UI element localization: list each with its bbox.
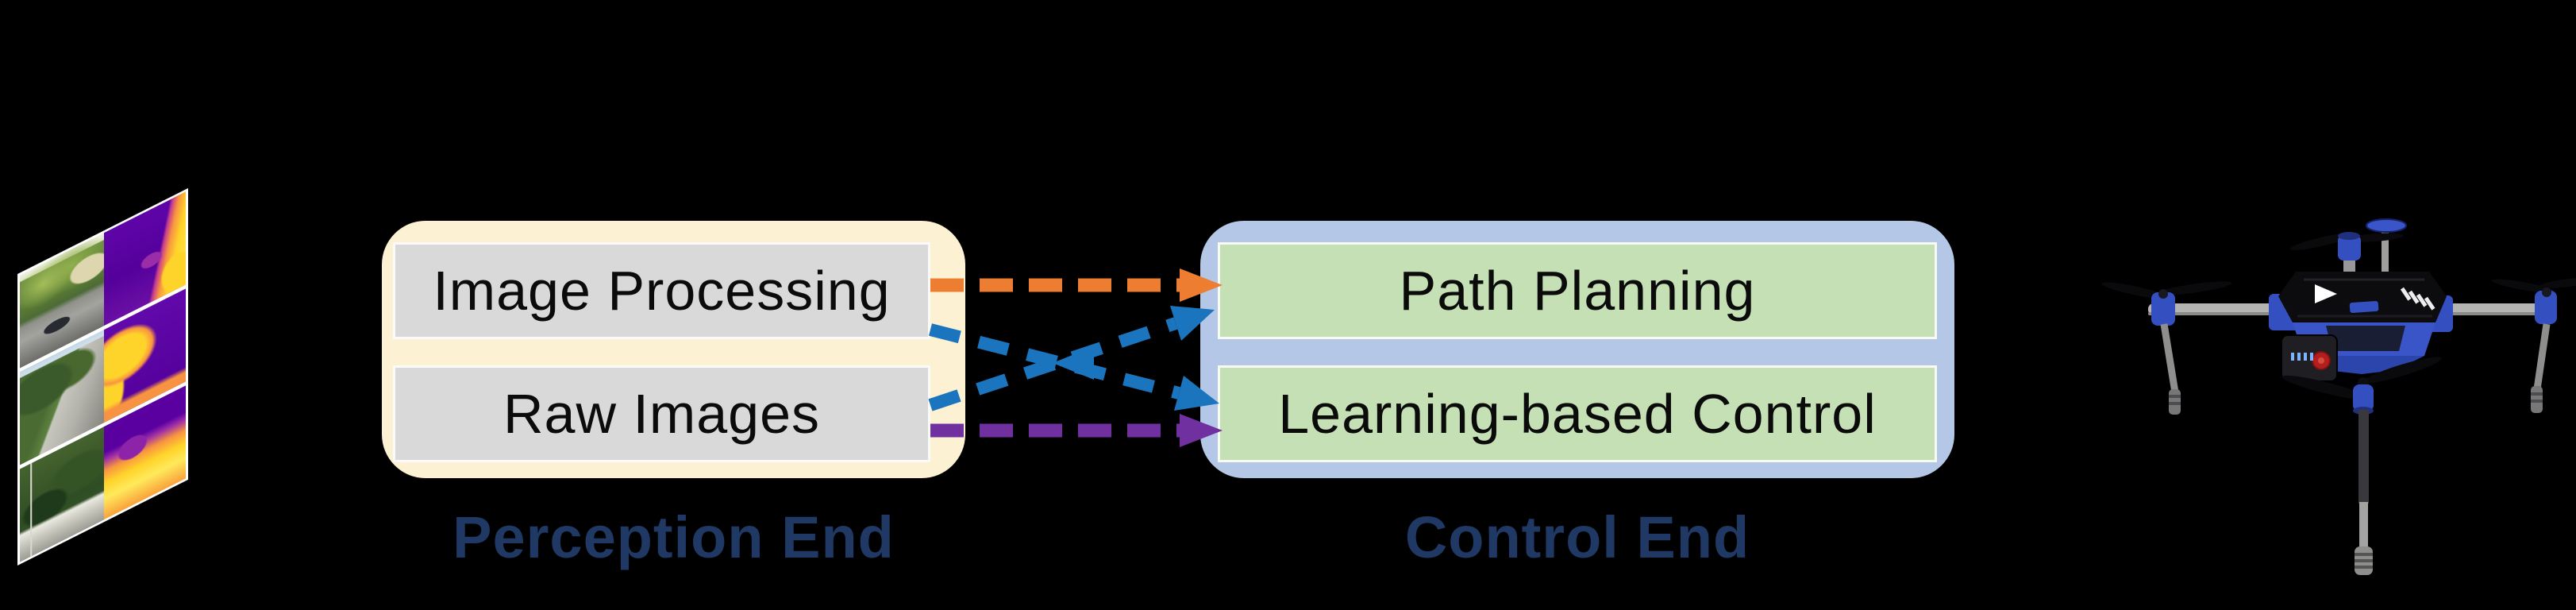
arrow-orange-head-icon <box>1180 268 1223 302</box>
gps-antenna-icon <box>2366 218 2407 300</box>
arrow-feedback-left-head-icon <box>1053 346 1094 380</box>
right-rotor-icon <box>2491 277 2576 324</box>
arrow-blue-falling-line <box>929 323 1180 400</box>
perception-end-box: Image Processing Raw Images <box>382 221 965 478</box>
body-slash-markings <box>2400 287 2435 311</box>
arrow-image-processing-to-learning-based-control <box>929 323 1219 411</box>
module-path-planning: Path Planning <box>1218 242 1937 339</box>
arrow-raw-images-to-learning-based-control <box>930 414 1223 447</box>
left-rotor-icon <box>2100 281 2232 326</box>
front-rotor-icon <box>2281 357 2442 415</box>
module-raw-images-label: Raw Images <box>502 383 821 445</box>
camera-depth-collage <box>17 187 188 566</box>
body-arrow-marking <box>2315 284 2337 303</box>
arrow-blue-falling-head-icon <box>1174 376 1219 411</box>
arrow-purple-head-icon <box>1180 414 1223 447</box>
right-landing-leg <box>2531 323 2551 413</box>
module-raw-images: Raw Images <box>393 365 930 462</box>
module-image-processing-label: Image Processing <box>433 260 891 322</box>
perception-end-title: Perception End <box>452 504 895 570</box>
connection-arrows <box>928 268 1223 447</box>
battery-led-indicators <box>2291 353 2313 361</box>
drone-illustration <box>2100 218 2576 575</box>
battery-pack <box>2281 334 2338 382</box>
control-end-box: Path Planning Learning-based Control <box>1200 221 1954 478</box>
front-landing-leg <box>2355 410 2373 575</box>
arrow-blue-rising-head-icon <box>1170 306 1215 341</box>
module-learning-based-control-label: Learning-based Control <box>1278 383 1877 445</box>
module-image-processing: Image Processing <box>393 242 930 339</box>
arrow-image-processing-to-path-planning <box>930 268 1223 302</box>
module-path-planning-label: Path Planning <box>1399 260 1756 322</box>
module-learning-based-control: Learning-based Control <box>1218 365 1937 462</box>
control-end-title: Control End <box>1404 504 1750 570</box>
left-landing-leg <box>2160 323 2181 415</box>
